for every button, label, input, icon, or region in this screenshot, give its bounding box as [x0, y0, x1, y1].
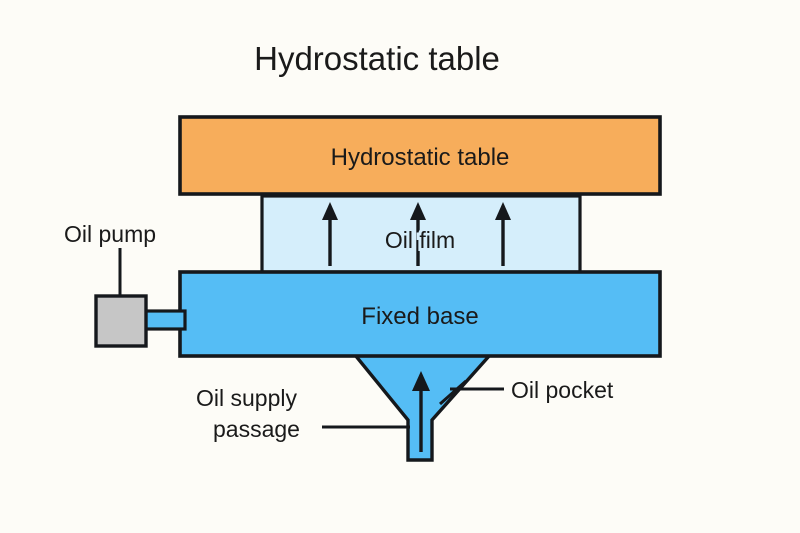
oil-film-label: Oil film — [385, 227, 455, 253]
oil-supply-flow-arrow — [412, 371, 430, 452]
fixed-base-label: Fixed base — [361, 303, 478, 330]
oil-pocket-leader-diagonal — [439, 379, 467, 406]
oil-film-arrow-left — [322, 202, 338, 266]
oil-pump-label: Oil pump — [64, 221, 156, 247]
oil-supply-passage-label-line2: passage — [213, 416, 300, 442]
hydrostatic-table-block — [178, 115, 662, 196]
hydrostatic-table-block-label: Hydrostatic table — [331, 144, 510, 171]
oil-supply-passage-label-line1: Oil supply — [196, 385, 297, 411]
page-title: Hydrostatic table — [254, 40, 500, 77]
oil-pocket-label: Oil pocket — [511, 377, 614, 403]
oil-pump-box — [94, 294, 148, 348]
oil-pump-pipe — [141, 309, 187, 331]
oil-film-region — [260, 194, 582, 274]
oil-film-arrow-center — [410, 202, 426, 266]
oil-film-arrow-right — [495, 202, 511, 266]
